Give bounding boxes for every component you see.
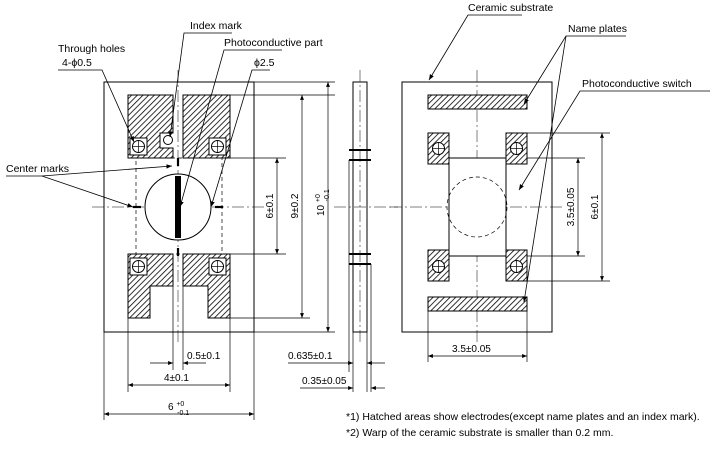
note-1: *1) Hatched areas show electrodes(except… xyxy=(346,411,700,423)
dimension-text: 6±0.1 9±0.2 10 +0 -0.1 0.5±0.1 4±0.1 6 +… xyxy=(164,187,601,417)
through-hole-icon xyxy=(129,137,148,156)
leader-lines xyxy=(6,14,710,303)
dim-3-5-vertical: 3.5±0.05 xyxy=(566,187,577,226)
label-center-marks: Center marks xyxy=(6,163,69,175)
side-view xyxy=(334,70,398,345)
label-name-plates: Name plates xyxy=(568,23,627,35)
name-plate-top xyxy=(427,94,528,110)
dim-0-35: 0.35±0.05 xyxy=(302,376,347,387)
label-through-holes: Through holes xyxy=(58,43,125,55)
callout-labels: Index mark Through holes 4-ϕ0.5 Photocon… xyxy=(6,2,692,175)
dim-6-horizontal: 6 +0 -0.1 xyxy=(168,398,189,417)
photoconductive-switch xyxy=(448,157,507,257)
dim-0-635: 0.635±0.1 xyxy=(288,351,333,362)
through-hole-icon xyxy=(208,257,227,276)
bottom-view xyxy=(390,70,564,345)
through-hole-icon xyxy=(432,142,445,155)
through-hole-icon xyxy=(432,260,445,273)
through-hole-icon xyxy=(510,260,523,273)
top-view xyxy=(92,70,266,345)
through-hole-icon xyxy=(129,257,148,276)
label-through-holes-count: 4-ϕ0.5 xyxy=(62,57,92,69)
label-phi-2-5: ϕ2.5 xyxy=(254,57,275,69)
index-mark-icon xyxy=(163,135,173,145)
dim-6-right: 6±0.1 xyxy=(590,194,601,219)
through-hole-icon xyxy=(208,137,227,156)
dim-9-vertical: 9±0.2 xyxy=(290,193,301,218)
dim-4: 4±0.1 xyxy=(164,373,189,384)
label-ceramic-substrate: Ceramic substrate xyxy=(468,2,553,14)
note-2: *2) Warp of the ceramic substrate is sma… xyxy=(346,427,613,439)
dim-3-5-horizontal: 3.5±0.05 xyxy=(452,344,491,355)
label-photoconductive-switch: Photoconductive switch xyxy=(582,78,692,90)
dimension-lines xyxy=(103,81,610,420)
label-photoconductive-part: Photoconductive part xyxy=(224,37,323,49)
dim-6-vertical: 6±0.1 xyxy=(265,193,276,218)
center-marks xyxy=(133,158,223,256)
label-index-mark: Index mark xyxy=(190,20,243,32)
dim-10-vertical: 10 +0 -0.1 xyxy=(312,189,331,216)
dim-0-5: 0.5±0.1 xyxy=(187,351,221,362)
name-plate-bottom xyxy=(427,296,528,312)
through-hole-icon xyxy=(510,142,523,155)
notes: *1) Hatched areas show electrodes(except… xyxy=(346,411,700,439)
